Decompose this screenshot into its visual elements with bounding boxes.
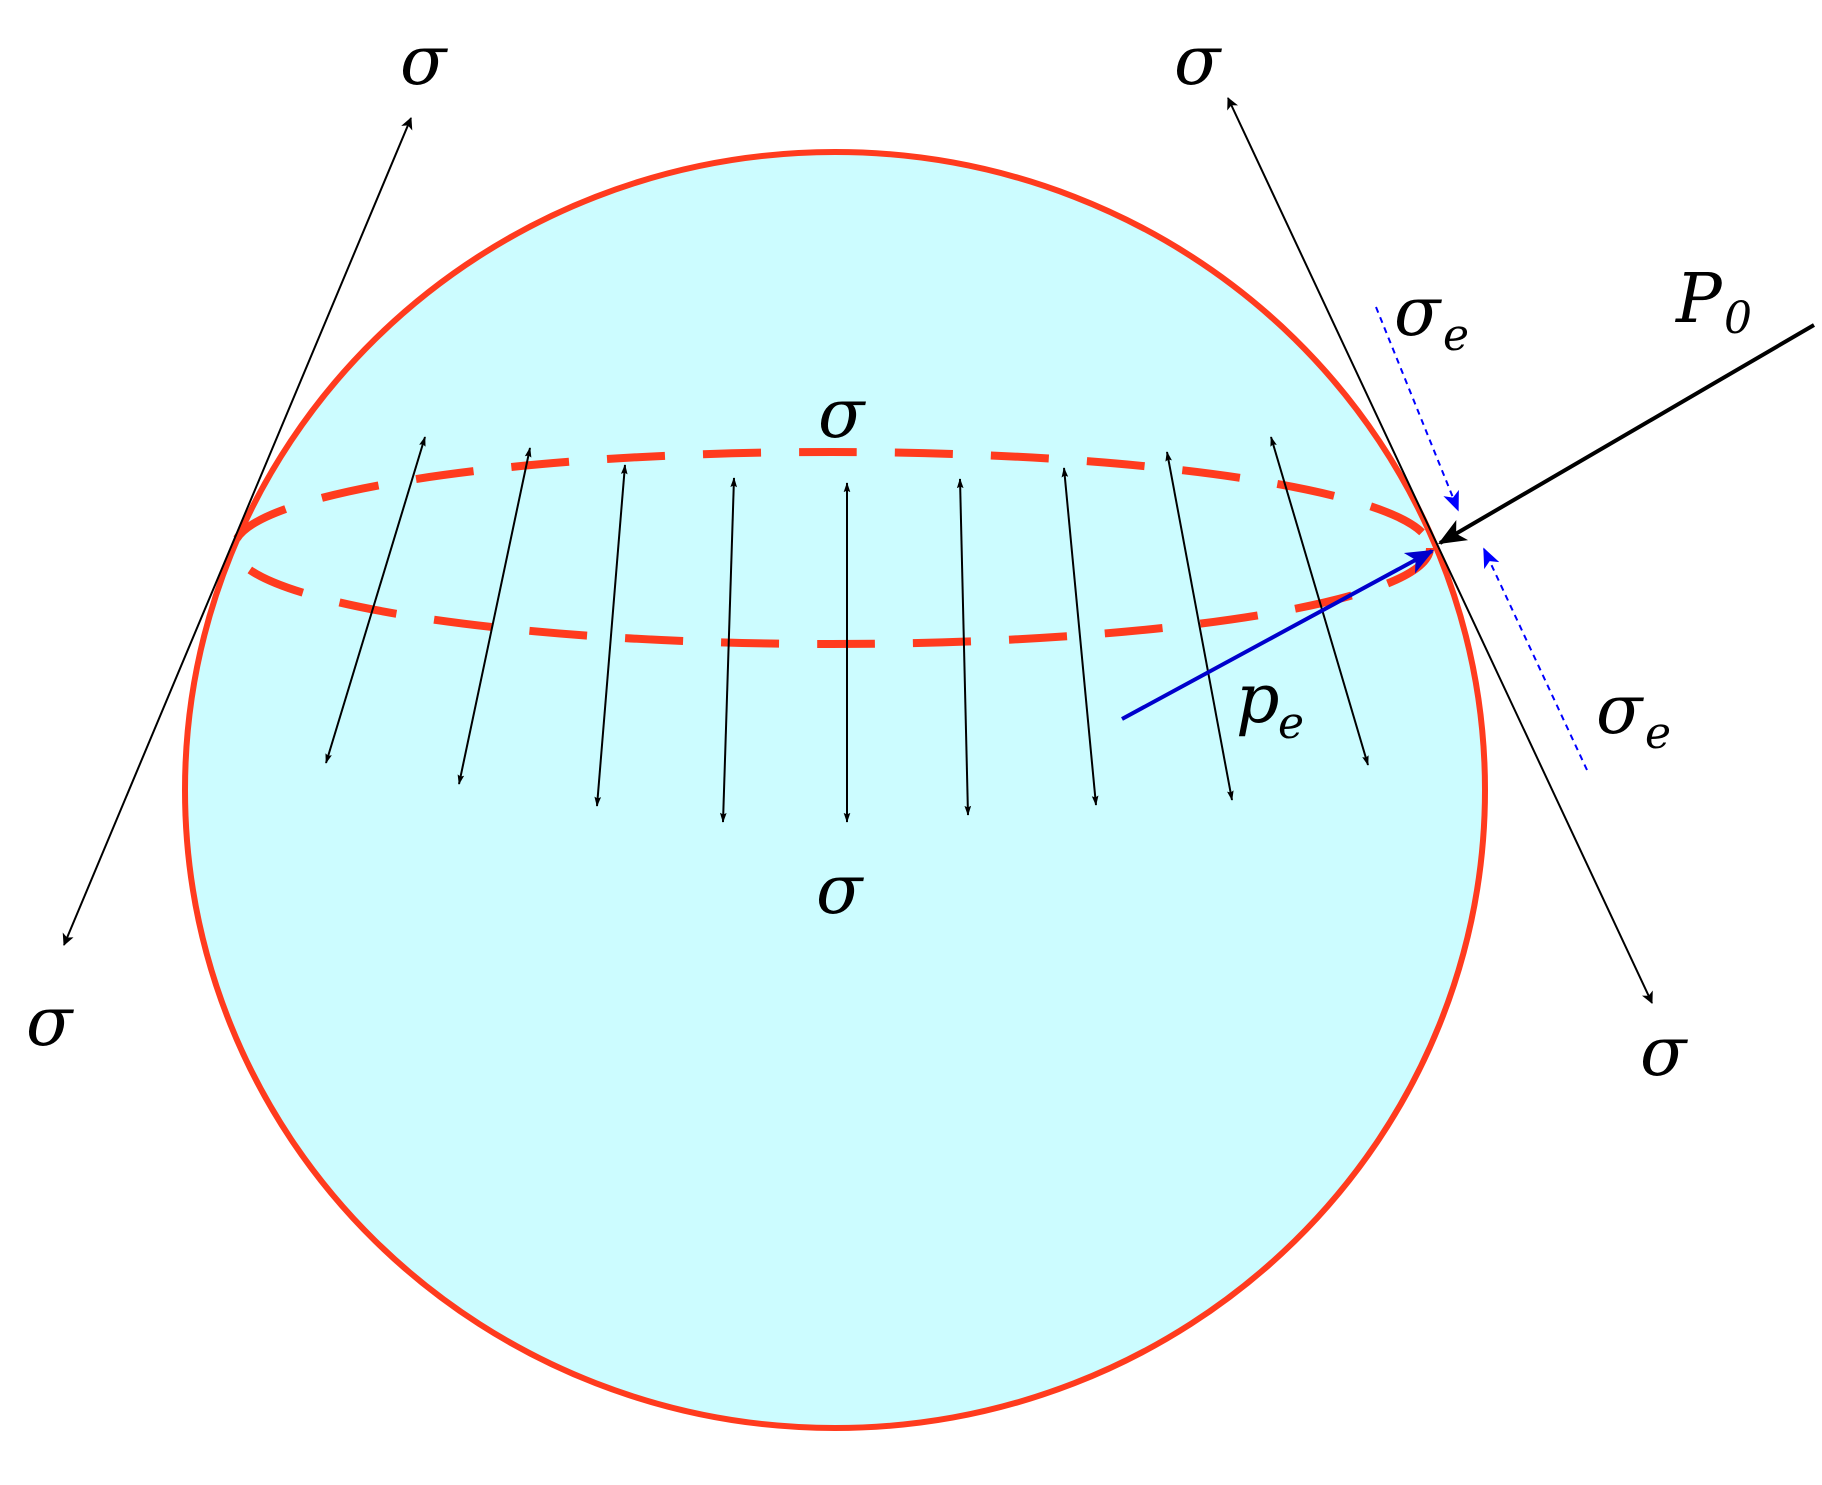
- sigma-e-upper-symbol: σ: [1394, 273, 1442, 352]
- p0-subscript: 0: [1724, 293, 1752, 344]
- stress-arrow: [594, 464, 628, 807]
- p0-symbol: P: [1674, 260, 1723, 339]
- stress-arrow: [1061, 467, 1099, 806]
- right-tangent-stress-arrow: [1227, 97, 1653, 1004]
- stress-arrow: [956, 478, 972, 816]
- stress-arrow: [1165, 451, 1234, 801]
- sigma-bottom-right-label: σ: [1640, 1013, 1688, 1092]
- sigma-e-upper-subscript: e: [1443, 310, 1469, 361]
- pe-arrow: [1121, 549, 1435, 721]
- sigma-e-lower-symbol: σ: [1596, 671, 1644, 750]
- left-tangent-stress-arrow: [62, 117, 413, 946]
- sigma-ring-top-label: σ: [818, 375, 866, 454]
- sigma-e-lower-label: σ e: [1596, 671, 1671, 759]
- sigma-e-upper-label: σ e: [1394, 273, 1469, 361]
- pe-subscript: e: [1278, 698, 1304, 749]
- sigma-ring-bottom-label: σ: [816, 851, 864, 930]
- stress-arrow: [719, 477, 738, 823]
- p0-label: P 0: [1674, 260, 1752, 344]
- p0-arrow: [1437, 323, 1816, 545]
- pe-label: p e: [1236, 660, 1304, 749]
- pe-symbol: p: [1236, 660, 1280, 739]
- sigma-bottom-left-label: σ: [26, 983, 74, 1062]
- sigma-e-lower-subscript: e: [1645, 708, 1671, 759]
- sphere: [182, 149, 1488, 1431]
- sigma-top-left-label: σ: [400, 22, 448, 101]
- sigma-e-upper-arrow: [1375, 306, 1459, 512]
- sigma-e-lower-arrow: [1483, 547, 1588, 771]
- sigma-top-right-label: σ: [1174, 22, 1222, 101]
- stress-arrow: [457, 447, 532, 785]
